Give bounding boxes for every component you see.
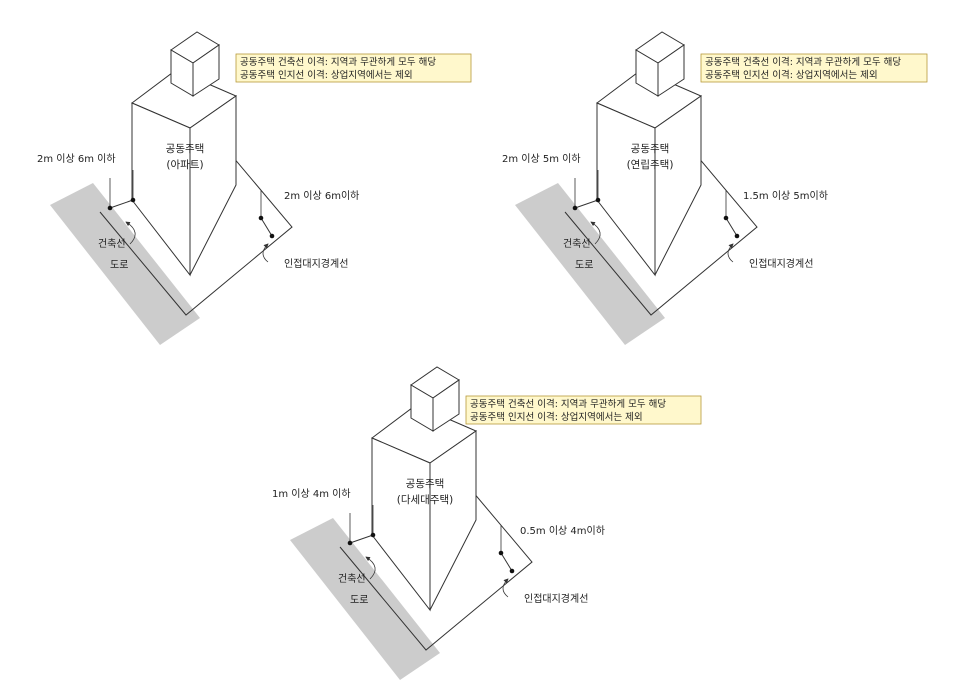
building-line-label: 건축선 — [98, 238, 126, 250]
note-box — [465, 395, 702, 425]
road-label: 도로 — [575, 260, 593, 271]
building-name: 공동주택 — [166, 143, 205, 155]
building-side — [429, 430, 477, 611]
dim-point — [258, 215, 264, 221]
road — [50, 183, 200, 345]
note-box — [235, 53, 472, 83]
boundary-arrow — [262, 243, 269, 263]
building-line-arrow — [590, 221, 601, 245]
front-setback-label: 1m 이상 4m 이하 — [272, 487, 351, 500]
road — [290, 518, 440, 680]
diagram-apartment: 공동주택 건축선 이격: 지역과 무관하게 모두 해당 공동주택 인지선 이격:… — [37, 31, 472, 345]
building-type: (연립주택) — [627, 158, 674, 171]
dim-point — [734, 233, 740, 239]
front-setback-label: 2m 이상 5m 이하 — [502, 152, 581, 165]
dim-point — [269, 233, 275, 239]
diagram-row-house: 공동주택 건축선 이격: 지역과 무관하게 모두 해당 공동주택 인지선 이격:… — [502, 31, 928, 345]
side-setback-label: 0.5m 이상 4m이하 — [520, 524, 605, 537]
building-line-arrow — [125, 221, 136, 245]
building-line-label: 건축선 — [563, 238, 591, 250]
road-label: 도로 — [110, 260, 128, 271]
building-side — [654, 95, 702, 276]
road-label: 도로 — [350, 595, 368, 606]
front-setback-line — [349, 534, 374, 544]
boundary-arrow — [727, 243, 734, 263]
side-setback-line — [260, 217, 273, 237]
boundary-arrow — [502, 578, 509, 598]
building-name: 공동주택 — [406, 478, 445, 490]
note-box — [700, 53, 928, 83]
note-line-2: 공동주택 인지선 이격: 상업지역에서는 제외 — [470, 411, 643, 423]
building-name: 공동주택 — [631, 143, 670, 155]
boundary-label: 인접대지경계선 — [524, 592, 588, 605]
dim-point — [509, 568, 515, 574]
penthouse-side — [192, 44, 220, 97]
side-setback-label: 2m 이상 6m이하 — [284, 189, 359, 202]
penthouse-side — [657, 44, 685, 97]
building-line-label: 건축선 — [338, 573, 366, 585]
site-boundary — [564, 124, 758, 316]
building-type: (아파트) — [166, 159, 203, 171]
dim-point — [723, 215, 729, 221]
dim-point — [130, 197, 136, 203]
dim-point — [107, 205, 113, 211]
building-line-arrow — [365, 556, 376, 580]
road — [515, 183, 665, 345]
note-line-1: 공동주택 건축선 이격: 지역과 무관하게 모두 해당 — [240, 56, 436, 68]
dim-point — [572, 205, 578, 211]
note-line-2: 공동주택 인지선 이격: 상업지역에서는 제외 — [705, 69, 878, 81]
building-side — [189, 95, 237, 276]
dim-point — [347, 540, 353, 546]
note-line-1: 공동주택 건축선 이격: 지역과 무관하게 모두 해당 — [705, 56, 901, 68]
note-line-1: 공동주택 건축선 이격: 지역과 무관하게 모두 해당 — [470, 398, 666, 410]
penthouse-side — [432, 379, 460, 432]
note-line-2: 공동주택 인지선 이격: 상업지역에서는 제외 — [240, 69, 413, 81]
site-boundary — [99, 124, 293, 316]
boundary-label: 인접대지경계선 — [749, 257, 813, 270]
site-boundary — [339, 459, 533, 651]
side-setback-line — [500, 552, 513, 572]
front-setback-line — [574, 199, 599, 209]
side-setback-line — [725, 217, 738, 237]
front-setback-line — [109, 199, 134, 209]
building-type: (다세대주택) — [397, 494, 454, 506]
dim-point — [370, 532, 376, 538]
dim-point — [595, 197, 601, 203]
front-setback-label: 2m 이상 6m 이하 — [37, 152, 116, 165]
side-setback-label: 1.5m 이상 5m이하 — [743, 189, 828, 202]
diagram-multiplex: 공동주택 건축선 이격: 지역과 무관하게 모두 해당 공동주택 인지선 이격:… — [272, 366, 702, 680]
boundary-label: 인접대지경계선 — [284, 257, 348, 270]
dim-point — [498, 550, 504, 556]
